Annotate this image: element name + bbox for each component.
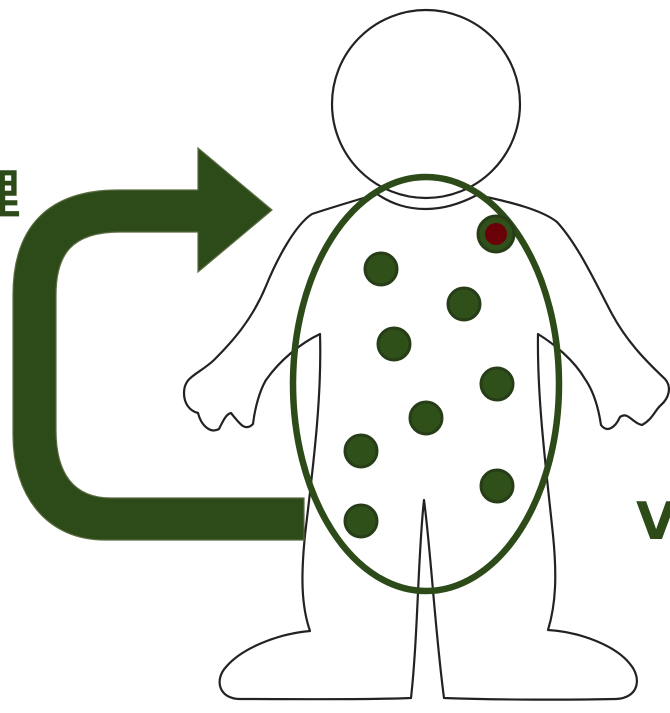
highlighted-cell-dot-core: [485, 223, 507, 245]
cell-group-outline: [293, 177, 559, 591]
green-cell-dot: [345, 435, 377, 467]
curved-arrow-icon: [13, 148, 304, 540]
head-outline: [332, 10, 520, 198]
right-edge-label: V: [636, 496, 670, 548]
green-cell-dot: [481, 368, 513, 400]
green-cell-dot: [448, 288, 480, 320]
left-edge-label: 理: [0, 170, 20, 222]
human-figure-outline: [184, 10, 669, 700]
green-cell-dot: [410, 402, 442, 434]
body-outline: [184, 194, 669, 700]
green-cell-dot: [365, 253, 397, 285]
green-cell-dot: [481, 470, 513, 502]
highlighted-cell-dot: [478, 216, 514, 252]
green-cell-dot: [345, 505, 377, 537]
green-cell-dot: [378, 328, 410, 360]
cell-dots: [345, 253, 513, 537]
